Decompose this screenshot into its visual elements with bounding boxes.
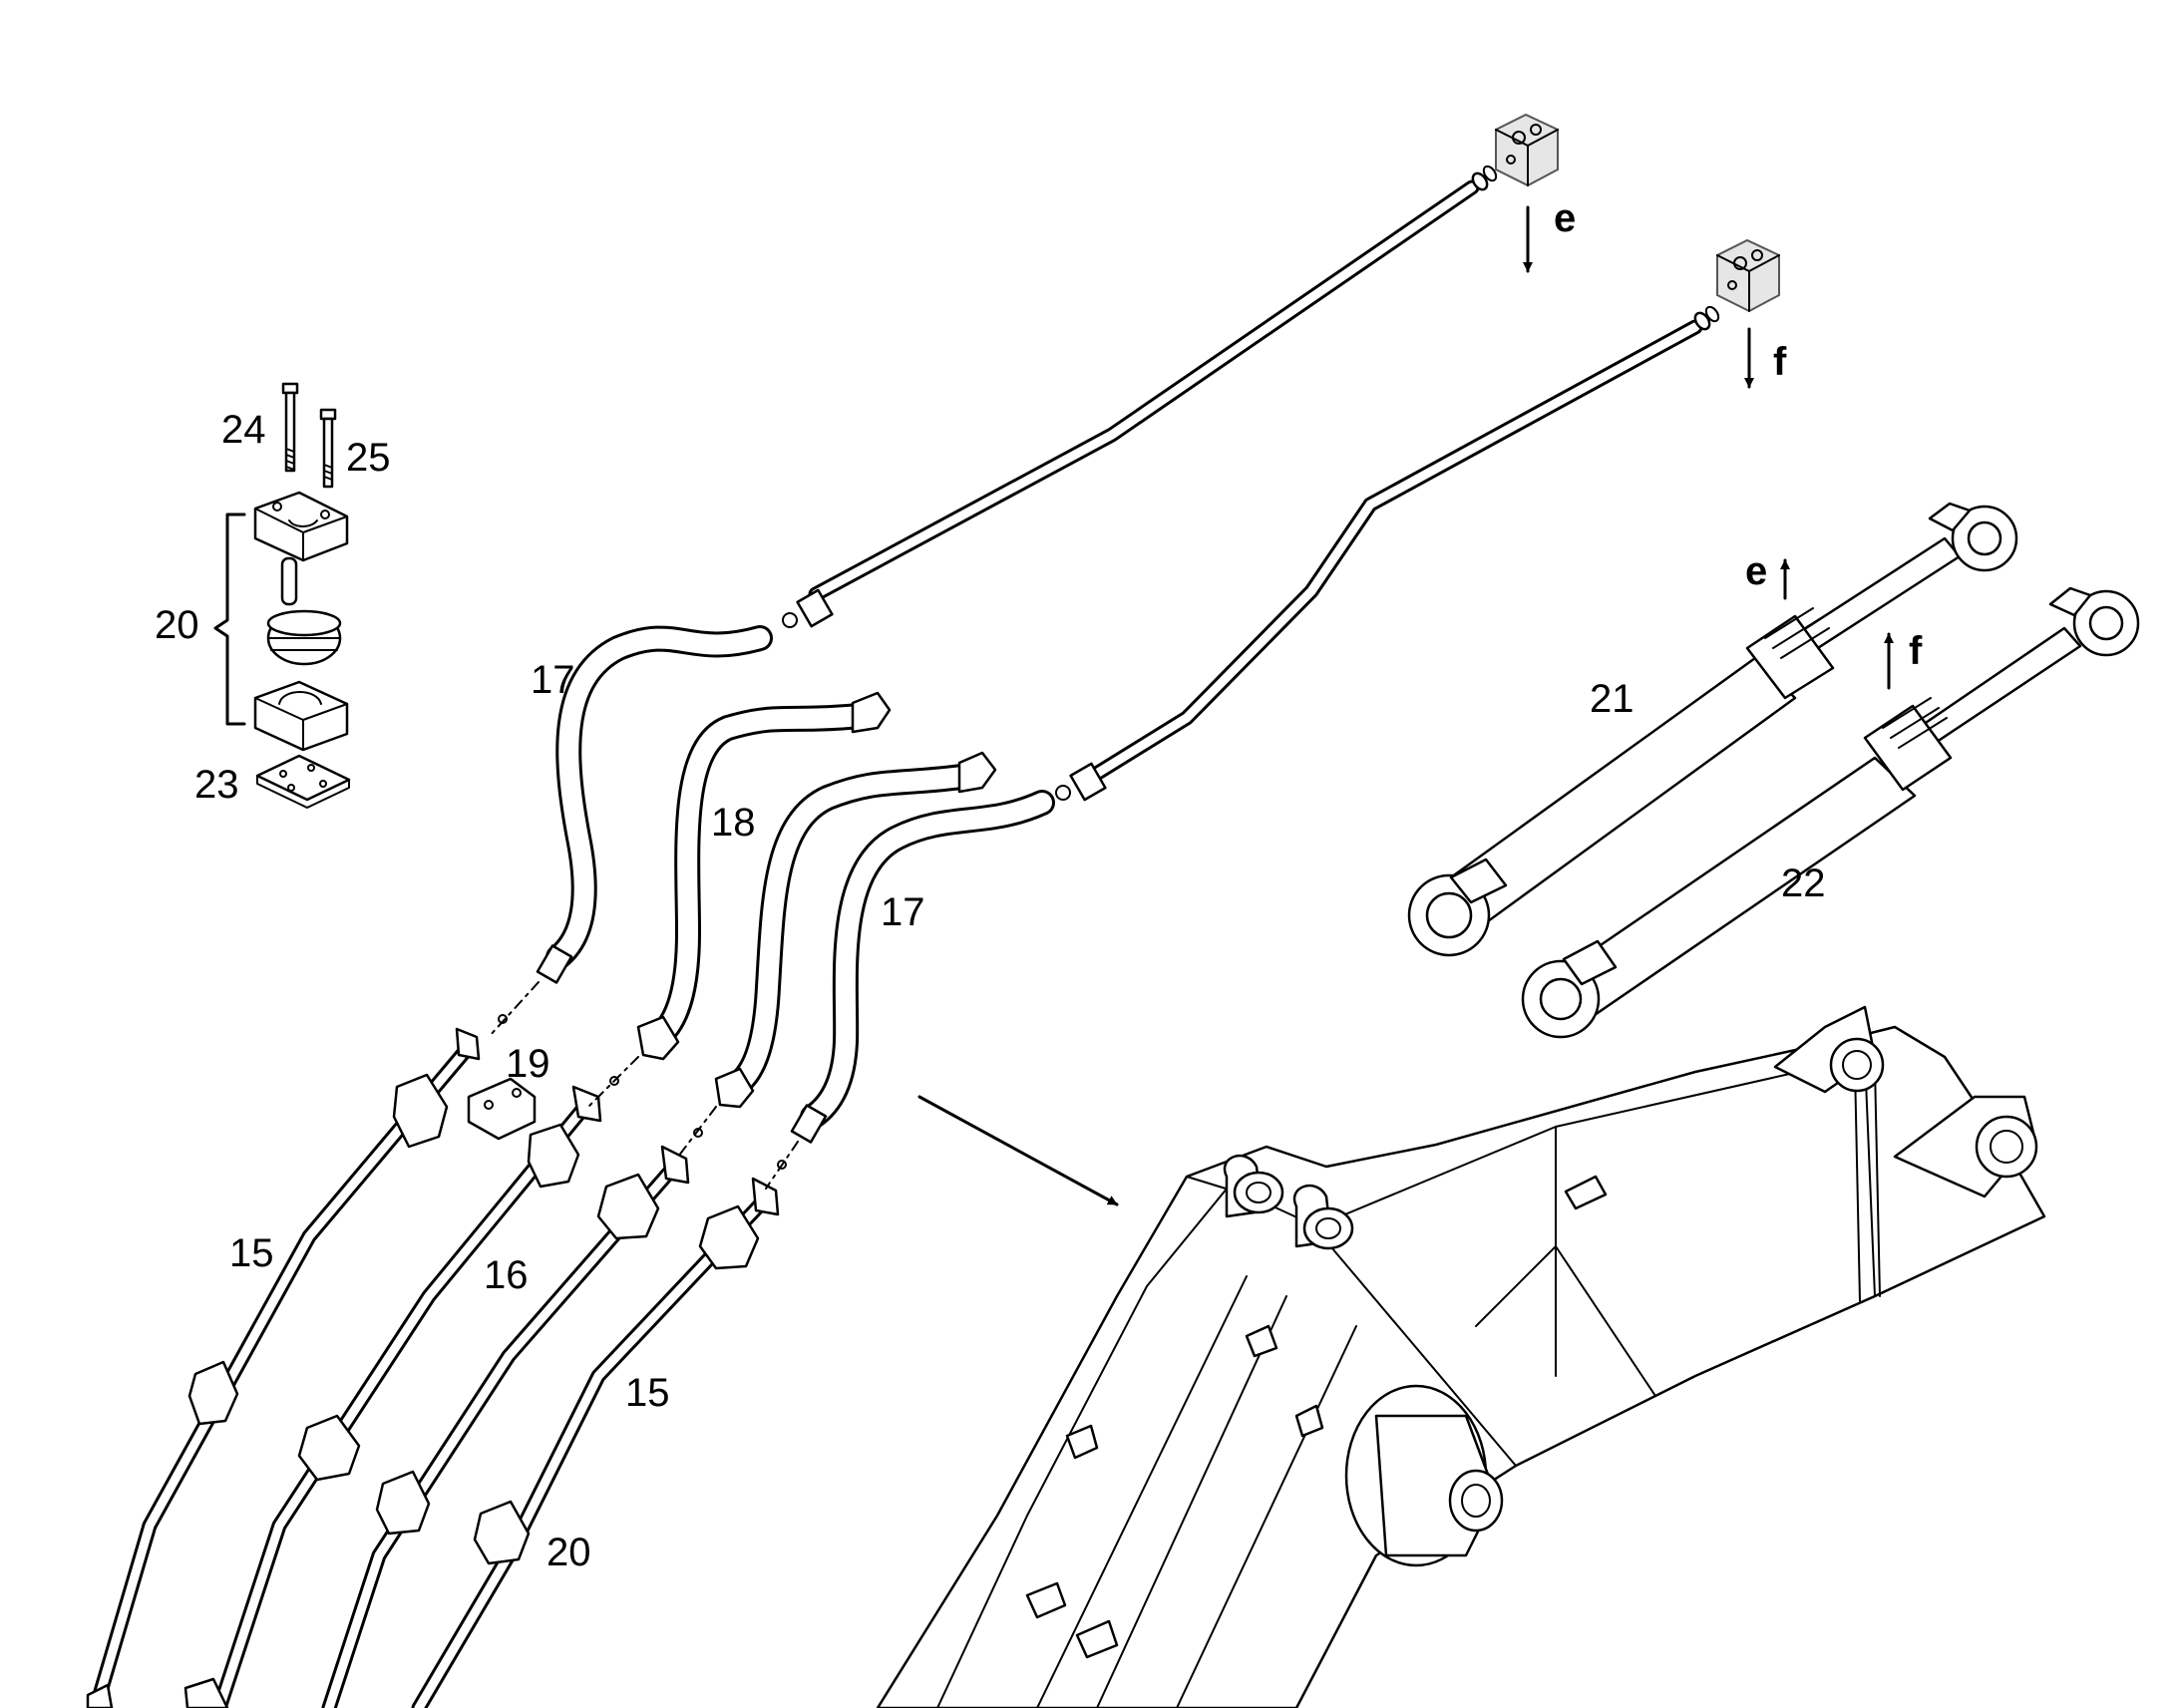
cylinder-21 bbox=[1407, 502, 2018, 957]
callout-18: 18 bbox=[711, 801, 756, 845]
clamp-bottom-half bbox=[253, 680, 349, 752]
excavator-boom bbox=[876, 1005, 2046, 1708]
boom-bracket-1 bbox=[1564, 1175, 1608, 1210]
boom-bracket-6 bbox=[1075, 1619, 1119, 1659]
clamp-bushing bbox=[266, 609, 342, 666]
callout-20-pipe: 20 bbox=[546, 1531, 591, 1574]
marker-e-cylinder: e bbox=[1745, 549, 1767, 593]
pipe-16-right bbox=[321, 1145, 690, 1708]
clamp-top-half bbox=[253, 491, 349, 562]
boom-lug-right bbox=[1292, 1185, 1354, 1250]
boom-bracket-3 bbox=[1294, 1404, 1324, 1438]
callout-16: 16 bbox=[484, 1253, 529, 1297]
cover-plate-23 bbox=[255, 754, 351, 809]
pipe-15-left bbox=[86, 1027, 481, 1708]
marker-e-top: e bbox=[1554, 196, 1576, 240]
valve-block-e bbox=[1495, 113, 1559, 187]
callout-20-clamp: 20 bbox=[155, 603, 199, 647]
callout-15-right: 15 bbox=[625, 1371, 670, 1415]
callout-17-left: 17 bbox=[531, 658, 575, 702]
callout-22: 22 bbox=[1781, 861, 1826, 905]
hose-17-left bbox=[536, 625, 773, 984]
callout-19: 19 bbox=[506, 1042, 550, 1086]
boom-bracket-2 bbox=[1245, 1324, 1278, 1358]
clamp-19 bbox=[467, 1077, 537, 1141]
boom-cylinder-boss bbox=[1344, 1384, 1504, 1567]
pointer-arrow bbox=[917, 1095, 1119, 1206]
marker-f-cylinder: f bbox=[1909, 629, 1923, 673]
clamp-pin bbox=[280, 556, 298, 606]
hose-17-right bbox=[790, 790, 1055, 1144]
boom-pivot-lower bbox=[1893, 1095, 2038, 1198]
callout-17-right: 17 bbox=[881, 890, 925, 934]
marker-f-top: f bbox=[1773, 340, 1787, 384]
hose-18 bbox=[636, 691, 892, 1061]
boom-bracket-4 bbox=[1065, 1424, 1099, 1460]
boom-bracket-5 bbox=[1025, 1581, 1067, 1619]
cylinder-22 bbox=[1521, 586, 2140, 1039]
callout-21: 21 bbox=[1590, 677, 1635, 721]
callout-15-left: 15 bbox=[229, 1231, 274, 1275]
callout-25: 25 bbox=[346, 436, 391, 480]
bolt-25 bbox=[319, 408, 337, 489]
callout-24: 24 bbox=[221, 408, 266, 452]
steel-pipe-upper-1 bbox=[782, 165, 1498, 628]
hose-18-right bbox=[714, 751, 997, 1109]
boom-pivot-upper bbox=[1773, 1005, 1885, 1094]
brace-20 bbox=[213, 512, 246, 726]
seal-rings bbox=[488, 981, 799, 1190]
boom-lug-left bbox=[1223, 1155, 1284, 1218]
steel-pipe-upper-2 bbox=[1055, 305, 1720, 802]
valve-block-f bbox=[1716, 238, 1780, 313]
callout-23: 23 bbox=[194, 763, 239, 807]
pipe-15-right bbox=[411, 1177, 780, 1708]
pipe-16 bbox=[183, 1085, 602, 1708]
bolt-24 bbox=[281, 382, 299, 473]
